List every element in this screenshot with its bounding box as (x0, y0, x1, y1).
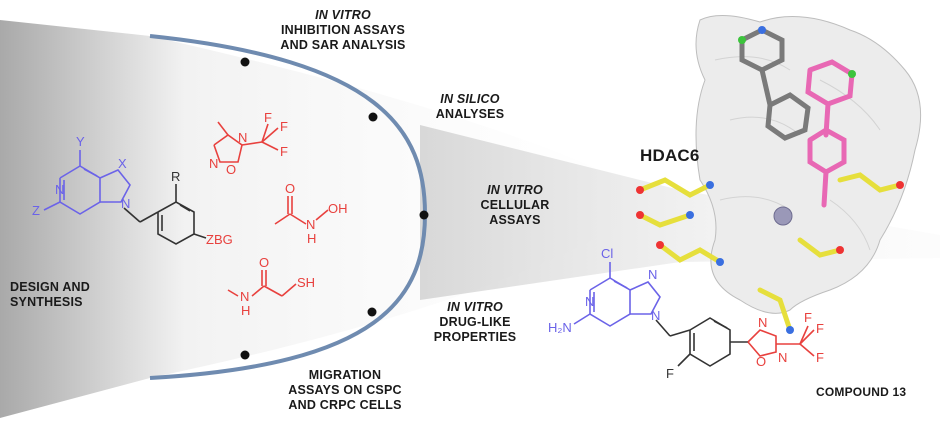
label-line: PROPERTIES (433, 330, 517, 344)
arc-dot-druglike (367, 307, 377, 317)
zbg-oxadiazole (213, 121, 279, 163)
zinc-ion (773, 206, 793, 226)
zbg-atom-OH: OH (328, 201, 348, 216)
zbg-atom-F: F (280, 144, 288, 159)
compound-atom-H2N: H₂N (548, 320, 572, 335)
zbg-atom-O: O (226, 162, 236, 177)
label-line: ANALYSES (435, 107, 505, 121)
label-cellular-assays: IN VITRO CELLULAR ASSAYS (470, 183, 560, 228)
label-line: MIGRATION (308, 368, 382, 382)
zbg-hydroxamate (274, 196, 329, 225)
zbg-atom-N: N (240, 289, 249, 304)
compound-atom-N: N (778, 350, 787, 365)
compound-atom-N: N (648, 267, 657, 282)
scaffold-atom-N: N (121, 196, 130, 211)
compound-atom-N: N (758, 315, 767, 330)
cone-background (0, 20, 660, 418)
zbg-atom-SH: SH (297, 275, 315, 290)
scaffold-atom-Y: Y (76, 134, 85, 149)
label-line: AND CRPC CELLS (288, 398, 402, 412)
scaffold-atom-N: N (55, 182, 64, 197)
compound-atom-F: F (666, 366, 674, 381)
compound-atom-O: O (756, 354, 766, 369)
zbg-atom-O: O (259, 255, 269, 270)
compound13-oxadiazole (747, 325, 815, 357)
zbg-mercaptoacetamide (227, 270, 297, 297)
zbg-atom-H: H (307, 231, 316, 246)
ligand-pink (805, 59, 855, 208)
compound-atom-F: F (816, 321, 824, 336)
zbg-label: ZBG (206, 232, 233, 247)
label-emphasis: IN VITRO (315, 8, 371, 22)
label-emphasis: IN VITRO (447, 300, 503, 314)
arc-dot-inhibition (240, 57, 250, 67)
arc-dot-cellular (419, 210, 429, 220)
label-emphasis: IN SILICO (440, 92, 500, 106)
label-drug-like: IN VITRO DRUG-LIKE PROPERTIES (420, 300, 530, 345)
label-line: DRUG-LIKE (439, 315, 511, 329)
compound13-linker (655, 317, 748, 367)
label-line: CELLULAR (480, 198, 550, 212)
zbg-atom-F: F (264, 110, 272, 125)
scaffold-linker (123, 184, 207, 245)
zbg-atom-N: N (306, 217, 315, 232)
label-line: SYNTHESIS (10, 295, 83, 309)
zbg-atom-N: N (238, 130, 247, 145)
label-inhibition-assays: IN VITRO INHIBITION ASSAYS AND SAR ANALY… (258, 8, 428, 53)
label-line: AND SAR ANALYSIS (280, 38, 406, 52)
compound-atom-N: N (585, 294, 594, 309)
label-in-silico: IN SILICO ANALYSES (420, 92, 520, 122)
zbg-atom-N: N (209, 156, 218, 171)
label-compound-13: COMPOUND 13 (816, 385, 907, 399)
residue-atoms (636, 26, 904, 334)
compound-atom-Cl: Cl (601, 246, 613, 261)
compound-atom-F: F (804, 310, 812, 325)
compound13-purine (573, 262, 661, 327)
label-line: INHIBITION ASSAYS (280, 23, 406, 37)
compound-atom-N: N (651, 308, 660, 323)
scaffold-atom-X: X (118, 156, 127, 171)
arc-dot-silico (368, 112, 378, 122)
zbg-atom-F: F (280, 119, 288, 134)
label-emphasis: IN VITRO (487, 183, 543, 197)
protein-surface (695, 15, 922, 314)
binding-residues (637, 172, 903, 333)
label-line: ASSAYS ON CSPC (288, 383, 402, 397)
zbg-atom-O: O (285, 181, 295, 196)
label-line: ASSAYS (489, 213, 541, 227)
label-migration-assays: MIGRATION ASSAYS ON CSPC AND CRPC CELLS (270, 368, 420, 413)
scaffold-atom-Z: Z (32, 203, 40, 218)
scaffold-atom-R: R (171, 169, 180, 184)
label-design-synthesis: DESIGN AND SYNTHESIS (10, 280, 130, 310)
compound-atom-F: F (816, 350, 824, 365)
label-hdac6: HDAC6 (640, 146, 700, 165)
zbg-atom-H: H (241, 303, 250, 318)
label-line: DESIGN AND (10, 280, 91, 294)
generic-scaffold (43, 150, 131, 215)
arc-dot-migration (240, 350, 250, 360)
